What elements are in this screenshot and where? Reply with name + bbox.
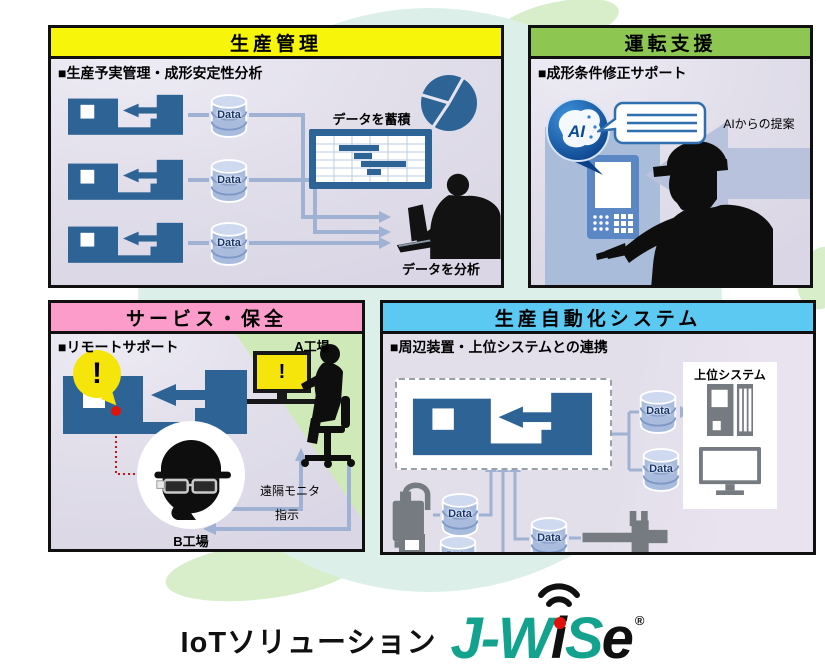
temp-controller-icon [399, 534, 425, 552]
database-icon: Data [209, 158, 249, 204]
database-icon: Data [638, 389, 678, 435]
molding-machine-icon [63, 91, 188, 138]
database-label: Data [646, 405, 670, 417]
hmi-buttons [593, 214, 633, 233]
hmi-screen [595, 162, 631, 208]
panel-production-management: 生産管理 ■生産予実管理・成形安定性分析 [48, 25, 504, 288]
panel-operation-header: 運転支援 [531, 28, 810, 59]
database-label: Data [217, 109, 241, 121]
brand-jw: J-W [450, 606, 552, 669]
panel-operation-subtitle: ■成形条件修正サポート [538, 65, 687, 81]
panel-operation-title: 運転支援 [624, 33, 717, 55]
panel-automation-header: 生産自動化システム [383, 303, 813, 334]
brand-e: e [601, 606, 634, 669]
database-icon: Data [209, 221, 249, 267]
wifi-icon [537, 583, 580, 607]
panel-production-title: 生産管理 [229, 33, 322, 55]
panel-service-body: ■リモートサポート ! [51, 334, 362, 549]
accumulate-data-label: データを蓄積 [332, 112, 411, 127]
fault-point [111, 406, 121, 416]
takeout-robot-icon [581, 511, 669, 552]
database-label: Data [217, 237, 241, 249]
database-label: Data [448, 508, 472, 520]
molding-machine-icon [405, 387, 600, 460]
remote-worker-circle [137, 421, 245, 529]
panel-automation-title: 生産自動化システム [494, 308, 702, 330]
worker-pointing-icon [595, 129, 805, 285]
database-icon: Data [641, 447, 681, 493]
molding-machine-icon [63, 219, 188, 266]
iot-solution-label: IoTソリューション [180, 627, 437, 659]
analyze-data-label: データを分析 [401, 262, 480, 277]
registered-mark: ® [634, 613, 645, 628]
panel-service-header: サービス・保全 [51, 303, 362, 334]
pie-chart-icon [419, 73, 479, 133]
monitor-warning-mark: ! [278, 360, 286, 383]
panel-production-subtitle: ■生産予実管理・成形安定性分析 [58, 65, 263, 81]
operator-desk-icon [297, 342, 361, 470]
brand-i-red-dot [553, 617, 566, 629]
ai-icon: AI [546, 98, 610, 175]
panel-operation-support: 運転支援 ■成形条件修正サポート [528, 25, 813, 288]
panel-production-body: ■生産予実管理・成形安定性分析 Data [51, 59, 501, 285]
panel-automation-body: ■周辺装置・上位システムとの連携 [383, 334, 813, 552]
warning-bubble-icon: ! [73, 350, 121, 398]
factory-b-label: B工場 [173, 534, 209, 549]
panel-service-subtitle: ■リモートサポート [58, 339, 179, 355]
remote-worker-icon [146, 428, 236, 522]
database-label: Data [438, 550, 478, 552]
panel-production-header: 生産管理 [51, 28, 501, 59]
remote-monitor-label: 遠隔モニタ [259, 484, 320, 498]
molding-machine-icon [63, 156, 188, 203]
database-label: Data [537, 532, 561, 544]
database-label: Data [649, 463, 673, 475]
database-icon: Data [438, 534, 478, 552]
brand-s: S [564, 606, 604, 669]
database-icon: Data [529, 516, 569, 552]
factory-a-label: A工場 [294, 339, 330, 354]
panel-service-title: サービス・保全 [125, 308, 287, 330]
brand-i: i [537, 583, 580, 668]
panel-production-automation: 生産自動化システム ■周辺装置・上位システムとの連携 [380, 300, 816, 555]
panel-automation-subtitle: ■周辺装置・上位システムとの連携 [390, 339, 608, 355]
database-icon: Data [440, 492, 480, 538]
instruction-label: 指示 [274, 508, 299, 522]
ai-suggestion-label: AIからの提案 [723, 117, 795, 131]
speech-bubble-icon [597, 101, 707, 145]
host-system-label: 上位システム [694, 368, 766, 382]
hmi-controller [587, 155, 639, 239]
server-icon [699, 384, 761, 436]
panel-operation-body: ■成形条件修正サポート [531, 59, 810, 285]
ai-label: AI [567, 122, 586, 141]
panel-service-maintenance: サービス・保全 ■リモートサポート [48, 300, 365, 552]
analyst-silhouette-icon [389, 171, 501, 259]
database-label: Data [217, 174, 241, 186]
warning-mark: ! [92, 357, 102, 390]
monitor-icon [699, 446, 761, 496]
database-icon: Data [209, 93, 249, 139]
